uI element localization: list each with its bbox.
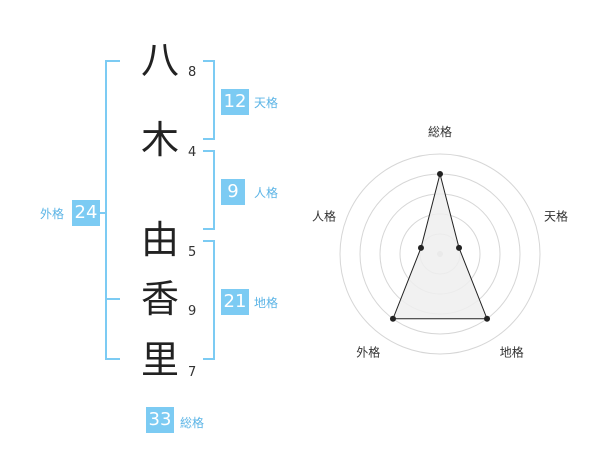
stroke-count-1: 8 [188, 65, 197, 80]
jinkaku-label: 人格 [254, 186, 279, 200]
gaikaku-bracket-mid [105, 298, 120, 300]
jinkaku-bracket-top [203, 150, 215, 152]
radar-point-4 [389, 315, 396, 322]
radar-axis-label-3: 地格 [500, 345, 524, 360]
radar-axis-label-4: 外格 [356, 345, 380, 360]
name-char-4: 香 [140, 277, 179, 321]
radar-axis-label-1: 総格 [428, 124, 452, 139]
chikaku-bracket-vertical [213, 240, 215, 360]
gaikaku-bracket-bottom [105, 358, 120, 360]
jinkaku-bracket-vertical [213, 150, 215, 230]
radar-point-3 [484, 315, 491, 322]
name-char-3: 由 [140, 218, 179, 262]
radar-point-5 [417, 244, 424, 251]
radar-ring-5 [339, 153, 541, 355]
chikaku-bracket-top [203, 240, 215, 242]
stroke-count-2: 4 [188, 145, 197, 160]
radar-point-1 [437, 171, 443, 177]
name-char-1: 八 [140, 38, 179, 82]
gaikaku-bracket-vertical [105, 60, 107, 360]
chikaku-bracket-bottom [203, 358, 215, 360]
gaikaku-label: 外格 [40, 207, 65, 221]
tenkaku-bracket-vertical [213, 60, 215, 140]
radar-shape [389, 171, 491, 322]
chikaku-badge: 21 [221, 289, 249, 315]
tenkaku-badge: 12 [221, 89, 249, 115]
stroke-count-3: 5 [188, 245, 197, 260]
gaikaku-badge: 24 [72, 200, 100, 226]
tenkaku-label: 天格 [254, 96, 279, 110]
tenkaku-bracket-top [203, 60, 215, 62]
radar-axis-label-2: 天格 [544, 208, 568, 223]
soukaku-label: 総格 [180, 416, 205, 430]
radar-polygon [392, 173, 488, 320]
chikaku-label: 地格 [254, 296, 279, 310]
soukaku-badge: 33 [146, 407, 174, 433]
jinkaku-bracket-bottom [203, 228, 215, 230]
gaikaku-bracket-top [105, 60, 120, 62]
gaikaku-bracket-connector [98, 212, 106, 214]
jinkaku-badge: 9 [221, 179, 245, 205]
name-char-5: 里 [140, 338, 179, 382]
stroke-count-4: 9 [188, 304, 197, 319]
radar-point-2 [456, 244, 463, 251]
radar-axis-label-5: 人格 [312, 208, 336, 223]
stroke-count-5: 7 [188, 365, 197, 380]
tenkaku-bracket-bottom [203, 138, 215, 140]
name-char-2: 木 [140, 118, 179, 162]
